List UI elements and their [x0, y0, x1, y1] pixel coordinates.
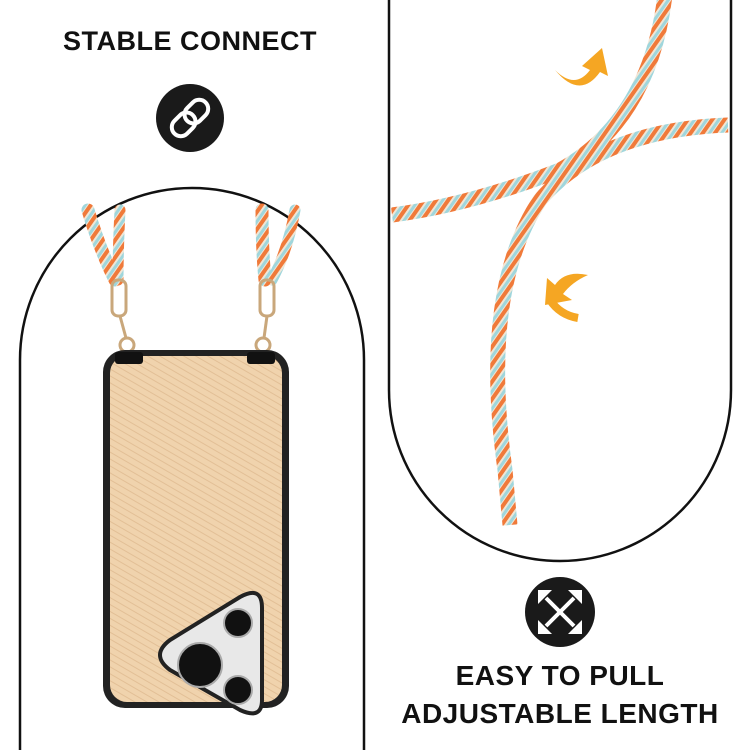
curved-arrow-icon	[555, 48, 608, 86]
adjustable-length-label: ADJUSTABLE LENGTH	[401, 698, 719, 729]
rope-strand	[391, 0, 672, 223]
camera-lens	[177, 642, 223, 688]
left-strap	[81, 203, 122, 287]
right-strap	[255, 203, 272, 287]
clasp-left	[110, 278, 136, 354]
right-pill-frame	[387, 0, 733, 563]
curved-arrow-icon	[545, 273, 588, 305]
camera-lens	[223, 608, 253, 638]
easy-to-pull-label: EASY TO PULL	[455, 660, 665, 691]
left-arch-frame	[18, 186, 366, 750]
rope-strand	[490, 117, 729, 526]
expand-arrows-icon	[525, 577, 595, 647]
clasp-right	[254, 278, 276, 354]
phone-case	[103, 350, 289, 716]
stable-connect-title: STABLE CONNECT	[63, 26, 317, 56]
camera-lens	[223, 675, 253, 705]
link-icon	[156, 84, 224, 152]
